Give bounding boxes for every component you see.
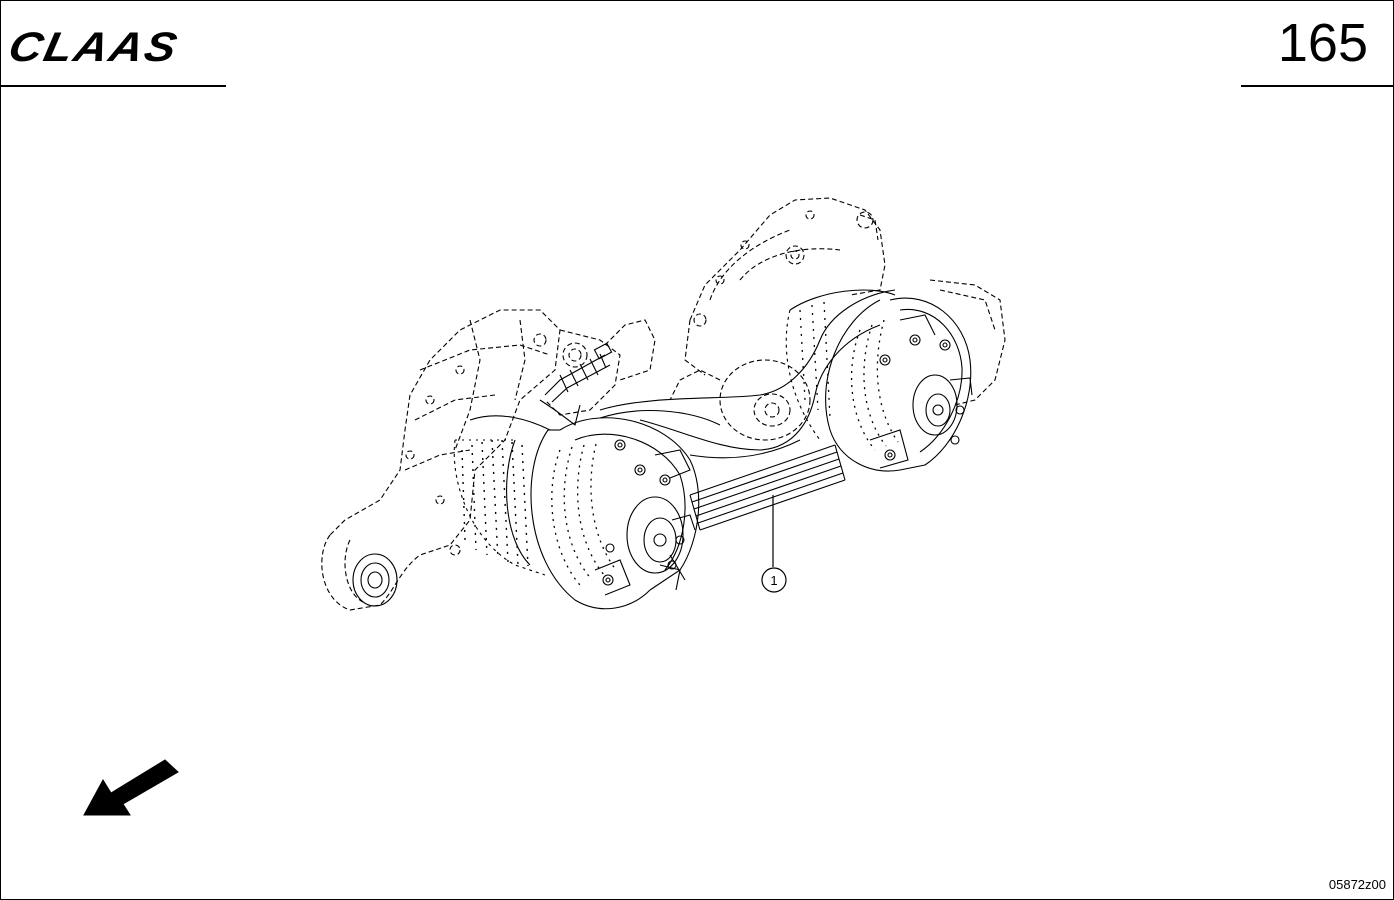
page-number: 165	[1277, 13, 1368, 73]
belt-upper-run	[599, 289, 896, 459]
left-drum	[453, 415, 551, 576]
left-axle-hub	[352, 553, 398, 607]
page-number-underline	[1241, 85, 1393, 87]
callout-1: 1	[761, 567, 787, 593]
idler-pulley	[669, 359, 811, 441]
arrow-down-left-icon	[83, 759, 179, 816]
right-pulley-assembly	[825, 297, 973, 472]
right-drum	[785, 289, 896, 441]
callout-label-1: 1	[770, 573, 777, 588]
drawing-code: 05872z00	[1328, 877, 1386, 892]
right-gearbox-housing	[684, 197, 1006, 406]
left-pulley-assembly	[530, 417, 700, 610]
logo-underline	[1, 85, 226, 87]
tensioner-spring	[539, 342, 613, 426]
left-gearbox-housing	[321, 309, 656, 611]
